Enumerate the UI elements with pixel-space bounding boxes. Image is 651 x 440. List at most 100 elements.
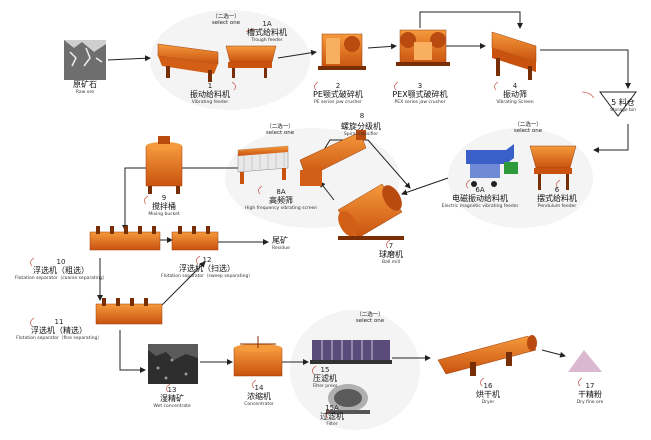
spiral-classifier-icon (299, 130, 367, 186)
step-14-cn: 浓缩机 (247, 392, 271, 401)
step-11-cn: 浮选机（精选） (31, 326, 87, 335)
wet-concentrate-icon (148, 344, 198, 384)
step-17-label: 17 干精粉 Dry fine ore (562, 382, 618, 406)
residue-cn: 尾矿 (272, 236, 288, 245)
step-14-num: 14 (254, 384, 264, 392)
select-one-en: select one (211, 20, 241, 26)
step-6a-en: Electric magnetic vibrating feeder (441, 204, 519, 209)
step-7-cn: 球磨机 (379, 250, 403, 259)
step-15a-cn: 过滤机 (320, 412, 344, 421)
step-4-cn: 振动筛 (503, 90, 527, 99)
select-one-cn: （二选一） (514, 122, 542, 128)
spiral-cn: 螺旋分级机 (341, 122, 381, 131)
step-8-number: 8 (359, 112, 365, 120)
magnetic-feeder-icon (466, 144, 518, 187)
flow-arrows (97, 11, 631, 373)
mixing-tank-icon (145, 136, 183, 194)
step-11-num: 11 (54, 318, 64, 326)
step-6a-num: 6A (475, 186, 485, 194)
step-13-label: 13 湿精矿 Wet concentrate (144, 386, 200, 410)
select-one-label-4: （二选一） select one (340, 312, 400, 324)
step-10-cn: 浮选机（粗选） (33, 266, 89, 275)
filter-press-icon (310, 340, 392, 364)
step-14-label: 14 浓缩机 Concentrator (232, 384, 286, 408)
select-one-label-2: （二选一） select one (250, 124, 310, 136)
step-15a-label: 15A 过滤机 Filter (312, 404, 352, 428)
step-8a-cn: 高频筛 (269, 196, 293, 205)
residue-en: Residue (272, 246, 290, 251)
step-16-cn: 烘干机 (476, 390, 500, 399)
step-1a-cn: 槽式给料机 (247, 28, 287, 37)
select-one-label-1: （二选一） select one (196, 14, 256, 26)
select-one-label-3: （二选一） select one (498, 122, 558, 134)
step-3-label: 3 PEX颚式破碎机 PEX series jaw crusher (378, 82, 462, 106)
step-6a-cn: 电磁振动给料机 (452, 194, 508, 203)
flotation-cell-icon (171, 226, 219, 251)
step-2-num: 2 (335, 82, 341, 90)
step-2-label: 2 PE颚式破碎机 PE series jaw crusher (300, 82, 376, 106)
select-one-en: select one (513, 128, 543, 134)
step-11-en: Flotation separator（fine separating） (16, 336, 102, 341)
step-12-label: 12 浮选机（扫选） Flotation separator（sweep sep… (150, 256, 264, 280)
step-12-num: 12 (202, 256, 212, 264)
step-5-title: 5 料仓 (598, 98, 648, 108)
raw-ore-label: 原矿石 Raw ore (55, 80, 115, 96)
step-1a-num: 1A (262, 20, 272, 28)
step-15-cn: 压滤机 (313, 374, 337, 383)
dry-powder-icon (568, 350, 602, 372)
step-8a-en: High frequency vibrating screen (244, 206, 318, 211)
step-16-num: 16 (483, 382, 493, 390)
step-7-num: 7 (388, 242, 394, 250)
filter-icon (326, 384, 370, 414)
step-8a-label: 8A 高频筛 High frequency vibrating screen (236, 188, 326, 212)
select-one-en: select one (355, 318, 385, 324)
step-1-en: Vibrating feeder (191, 100, 229, 105)
jaw-crusher-icon (396, 29, 450, 66)
step-1a-label: 1A 槽式给料机 Trough feeder (232, 20, 302, 44)
step-17-num: 17 (585, 382, 595, 390)
spiral-classifier-label: 螺旋分级机 Spiral classifier (328, 122, 394, 138)
select-one-cn: （二选一） (266, 124, 294, 130)
label-pointers (30, 29, 595, 419)
step-6a-label: 6A 电磁振动给料机 Electric magnetic vibrating f… (432, 186, 528, 210)
step-10-label: 10 浮选机（粗选） Flotation separator（coarse se… (6, 258, 116, 282)
step-1-cn: 振动给料机 (190, 90, 230, 99)
storage-bin-icon (599, 91, 637, 117)
residue-label: 尾矿 Residue (272, 236, 312, 252)
vibrating-feeder-icon (157, 43, 219, 82)
raw-ore-en: Raw ore (75, 90, 95, 95)
step-2-cn: PE颚式破碎机 (313, 90, 363, 99)
step-3-en: PEX series jaw crusher (394, 100, 446, 105)
hf-screen-icon (237, 145, 289, 184)
step-15-num: 15 (320, 366, 330, 374)
step-8a-num: 8A (276, 188, 286, 196)
step-15a-en: Filter (326, 422, 338, 427)
raw-ore-cn: 原矿石 (73, 80, 97, 89)
vibrating-screen-icon (491, 31, 537, 80)
jaw-crusher-icon (318, 33, 366, 70)
step-7-label: 7 球磨机 Ball mill (366, 242, 416, 266)
pendulum-feeder-icon (529, 145, 577, 190)
ball-mill-icon (337, 183, 404, 240)
step-1a-en: Trough feeder (251, 38, 283, 43)
dryer-icon (437, 335, 537, 376)
step-7-en: Ball mill (382, 260, 400, 265)
concentrator-icon (233, 336, 283, 377)
step-5-label: 5 料仓 Storage bin (598, 98, 648, 114)
step-6-label: 6 摆式给料机 Pendulum feeder (522, 186, 592, 210)
step-3-cn: PEX颚式破碎机 (392, 90, 448, 99)
step-4-label: 4 振动筛 Vibrating Screen (480, 82, 550, 106)
step-13-en: Wet concentrate (153, 404, 191, 409)
step-5-num: 5 (611, 98, 617, 107)
step-6-cn: 摆式给料机 (537, 194, 577, 203)
step-5-cn: 料仓 (618, 98, 635, 107)
step-1-label: 1 振动给料机 Vibrating feeder (170, 82, 250, 106)
step-1-num: 1 (207, 82, 213, 90)
step-12-en: Flotation separator（sweep separating） (161, 274, 253, 279)
step-15-en: Filter press (312, 384, 338, 389)
raw-ore-icon (64, 40, 106, 80)
step-9-en: Mixing bucket (148, 212, 180, 217)
select-one-en: select one (265, 130, 295, 136)
flotation-cell-icon (95, 298, 163, 325)
step-3-num: 3 (417, 82, 423, 90)
